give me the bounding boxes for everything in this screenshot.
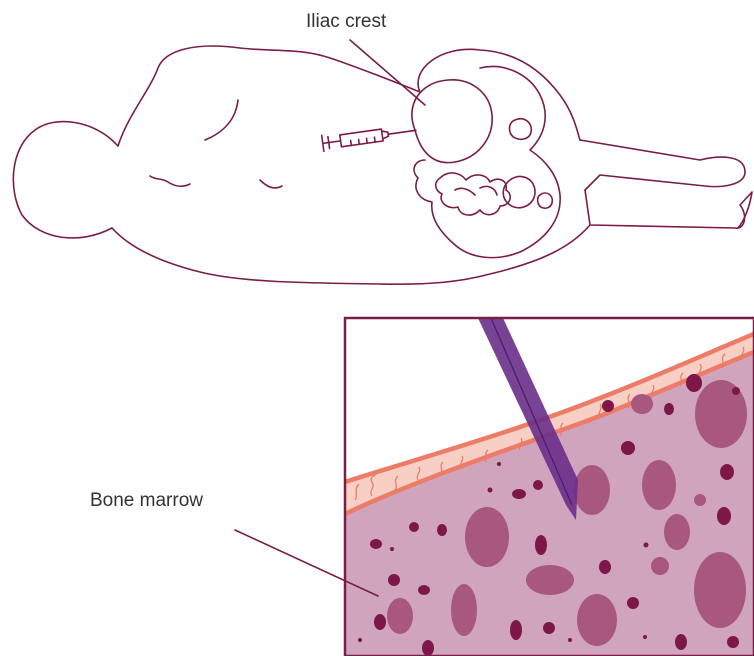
iliac-crest-leader-line	[350, 40, 425, 105]
marrow-inset	[345, 318, 754, 656]
pelvis	[414, 67, 560, 258]
syringe-icon	[322, 122, 417, 151]
label-bone-marrow: Bone marrow	[90, 490, 203, 512]
patient-hip	[418, 49, 580, 140]
patient-underside	[112, 225, 590, 284]
label-iliac-crest: Iliac crest	[306, 11, 386, 33]
iliac-wing	[412, 80, 492, 163]
patient-lower-leg	[585, 190, 752, 228]
patient-figure	[13, 46, 752, 284]
patient-upper-leg	[580, 140, 745, 190]
patient-head	[13, 122, 118, 238]
